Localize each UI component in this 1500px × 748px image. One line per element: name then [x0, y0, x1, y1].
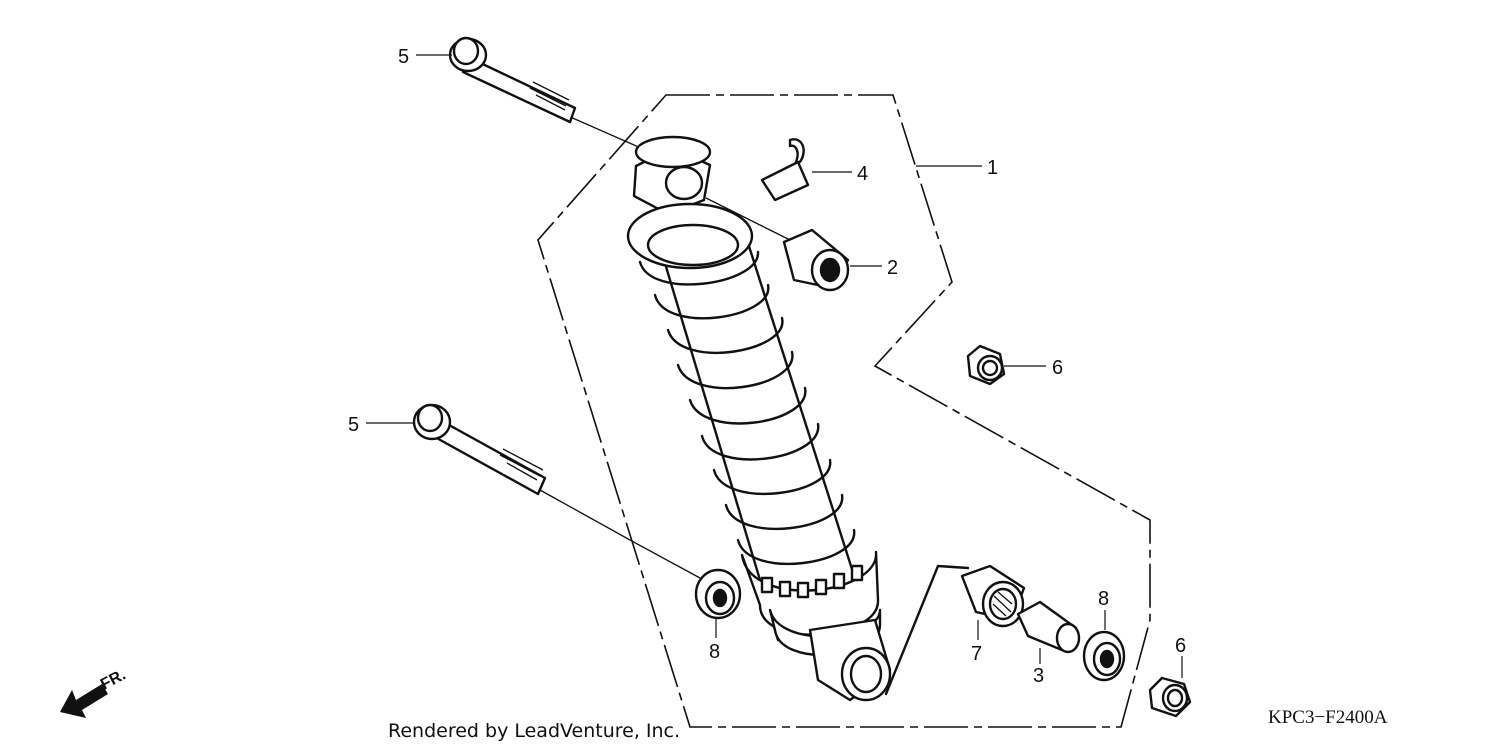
- leader-lines: [366, 54, 1183, 678]
- lower-nut: [1148, 676, 1192, 718]
- render-credit: Rendered by LeadVenture, Inc.: [388, 720, 680, 742]
- callout-5-lower: 5: [348, 414, 359, 436]
- upper-nut: [966, 344, 1006, 386]
- callout-6-upper: 6: [1052, 357, 1063, 379]
- diagram-code: KPC3−F2400A: [1268, 707, 1388, 728]
- callout-5-upper: 5: [398, 46, 409, 68]
- callout-8-right: 8: [1098, 588, 1109, 610]
- callout-3: 3: [1033, 665, 1044, 687]
- lower-bolt: [412, 403, 701, 579]
- assembly-boundary: [537, 94, 1151, 728]
- seat-slots: [760, 564, 864, 599]
- front-arrow-icon: FR.: [60, 666, 129, 718]
- needle-bearing: [960, 564, 1026, 628]
- upper-bushing: [705, 197, 850, 292]
- callout-4: 4: [857, 163, 868, 185]
- right-dust-seal: [1082, 630, 1126, 682]
- clip: [760, 138, 810, 202]
- shock-absorber: [626, 135, 892, 702]
- left-dust-seal: [694, 568, 742, 620]
- coil-spring: [626, 202, 856, 566]
- callout-8-left: 8: [709, 641, 720, 663]
- callout-1: 1: [987, 157, 998, 179]
- collar: [1016, 600, 1081, 654]
- upper-bolt: [448, 36, 651, 153]
- callout-6-lower: 6: [1175, 635, 1186, 657]
- callout-2: 2: [887, 257, 898, 279]
- callout-7: 7: [971, 643, 982, 665]
